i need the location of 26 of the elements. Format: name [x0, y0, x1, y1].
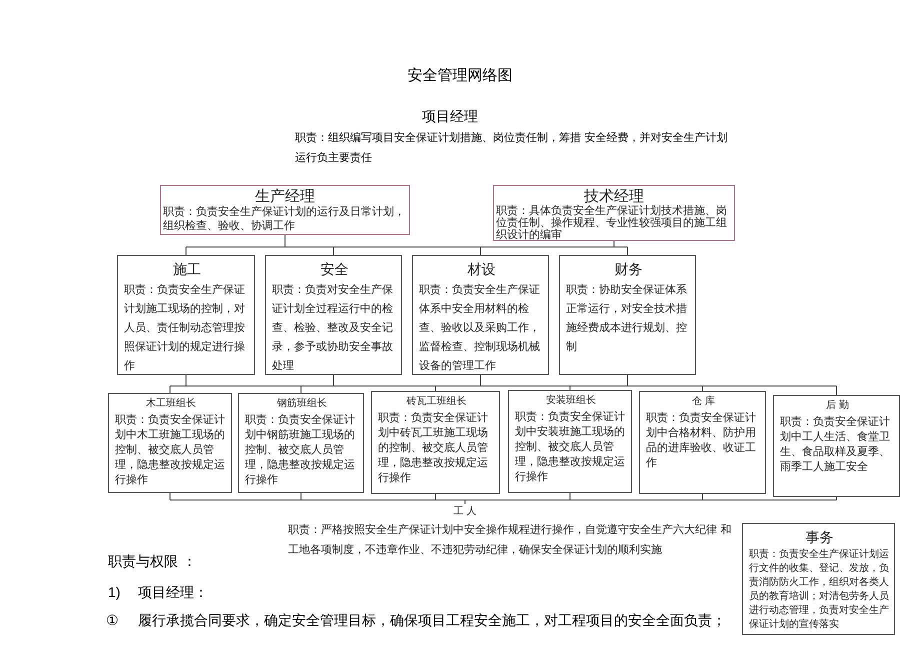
role-box: 钢筋班组长 职责：负责安全保证计划中钢筋班施工现场的控制、被交底人员管理，隐患整改按规定运行操作 [238, 393, 364, 493]
role-box: 施工 职责：负责安全生产保证计划施工现场的控制，对人员、责任制动态管理按照保证计划的规定进行操作 [117, 255, 255, 375]
diagram-title: 安全管理网络图 [406, 66, 514, 85]
section-heading: 职责与权限 ： [108, 553, 196, 571]
role-box: 木工班组长 职责：负责安全保证计划中木工班施工现场的控制、被交底人员管理，隐患整改按规定运行操作 [108, 393, 232, 493]
role-box: 材设 职责：负责安全生产保证体系中安全用材料的检查、验收以及采购工作，监督检查、控制现场机械设备的管理工作 [412, 255, 549, 375]
role-box: 财务 职责：协助安全保证体系正常运行，对安全技术措施经费成本进行规划、控制 [559, 255, 696, 375]
role-box: 砖瓦工班组长 职责：负责安全保证计划中砖瓦工班施工现场的控制、被交底人员管理，隐患整改按规定运行操作 [371, 391, 500, 494]
list-item: 履行承揽合同要求，确定安全管理目标，确保项目工程安全施工，对工程项目的安全全面负责； [138, 612, 726, 630]
connector-line [170, 492, 837, 504]
connector-line [186, 234, 628, 256]
section-heading: 项目经理 [421, 108, 479, 126]
role-box: 安装班组长 职责：负责安全保证计划中安装班施工现场的控制、被交底人员管理，隐患整改按规定运行操作 [508, 390, 632, 493]
list-number: ① [106, 612, 119, 629]
role-box: 生产经理 职责：负责安全生产保证计划的运行及日常计划，组织检查、验收、协调工作 [160, 185, 410, 235]
connector-line [170, 374, 837, 396]
duty-text: 职责：严格按照安全生产保证计划中安全操作规程进行操作，自觉遵守安全生产六大纪律 和工地各项制度，不违章作业、不违犯劳动纪律，确保安全保证计划的顺利实施 [288, 522, 732, 558]
role-box: 安全 职责：负责对安全生产保证计划全过程运行中的检查、检验、整改及安全记录，参予或协助安全事故处理 [265, 255, 402, 375]
role-box: 后 勤 职责：负责安全保证计划中工人生活、食堂卫生、食品取样及夏季、雨季工人施工安全 [773, 395, 900, 497]
duty-text: 职责：组织编写项目安全保证计划措施、岗位责任制，筹措 安全经费，并对安全生产计划运行负主要责任 [295, 130, 728, 166]
role-box: 事务 职责：负责安全生产保证计划运行文件的收集、登记、发放，负责消防防火工作，组织对各类人员的教育培训；对清包劳务人员进行动态管理，负责对安全生产保证计划的宣传落实 [742, 523, 895, 635]
role-title: 工 人 [452, 505, 478, 519]
list-item: 项目经理： [138, 584, 208, 602]
role-box: 仓 库 职责：负责安全保证计划中合格材料、防护用品的进库验收、收证工作 [639, 391, 766, 494]
list-number: 1) [108, 584, 120, 600]
role-box: 技术经理 职责：具体负责安全生产保证计划技术措施、岗位责任制、操作规程、专业性较强项目的施工组织设计的编审 [493, 185, 735, 241]
